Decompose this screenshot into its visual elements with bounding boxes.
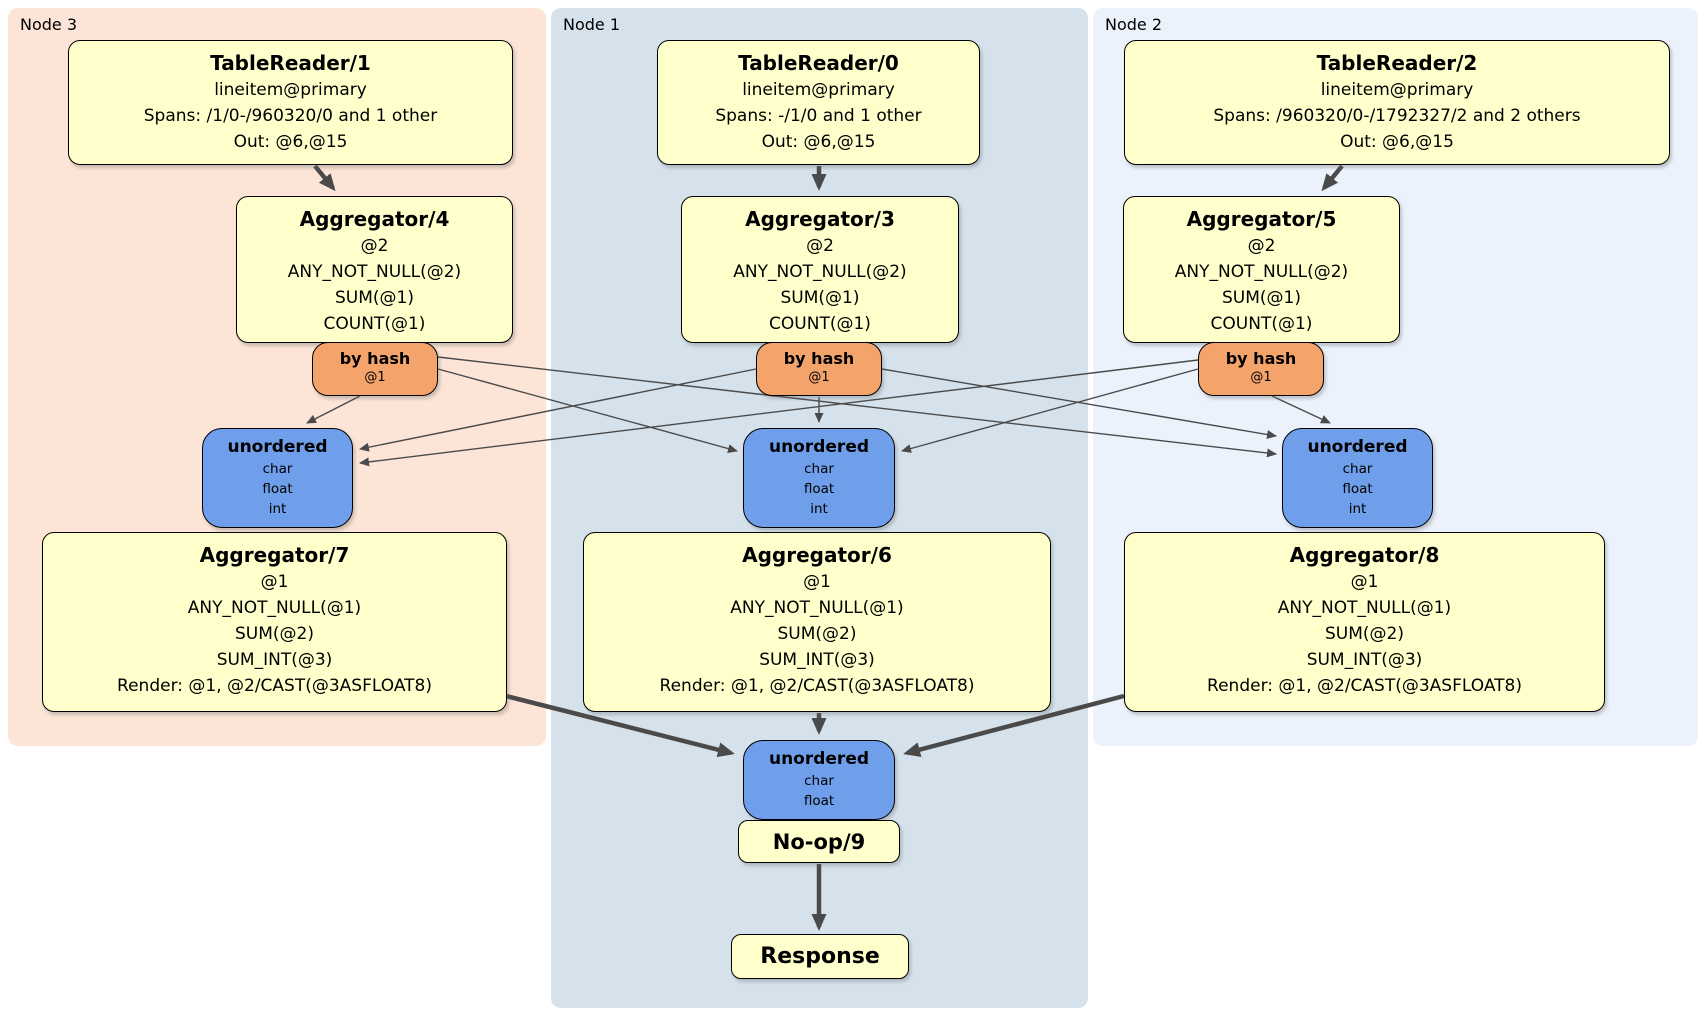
router-title: by hash bbox=[339, 349, 411, 368]
processor-line: COUNT(@1) bbox=[769, 314, 871, 334]
processor-line: SUM(@2) bbox=[235, 624, 314, 644]
sync-type: char bbox=[804, 461, 834, 477]
processor-aggregator-4: Aggregator/4 @2 ANY_NOT_NULL(@2) SUM(@1)… bbox=[236, 196, 513, 343]
processor-line: Spans: /1/0-/960320/0 and 1 other bbox=[143, 106, 438, 126]
processor-line: Out: @6,@15 bbox=[233, 132, 348, 152]
processor-line: Out: @6,@15 bbox=[761, 132, 876, 152]
processor-title: Aggregator/5 bbox=[1186, 207, 1337, 231]
processor-line: lineitem@primary bbox=[742, 80, 895, 100]
processor-line: COUNT(@1) bbox=[1210, 314, 1313, 334]
processor-line: SUM_INT(@3) bbox=[1306, 650, 1423, 670]
processor-line: @1 bbox=[260, 572, 289, 592]
response-title: Response bbox=[760, 944, 880, 969]
router-detail: @1 bbox=[364, 370, 386, 385]
router-by-hash-node1: by hash @1 bbox=[756, 342, 882, 396]
processor-line: ANY_NOT_NULL(@2) bbox=[287, 262, 462, 282]
sync-unordered-node2: unordered char float int bbox=[1282, 428, 1433, 528]
processor-line: SUM(@1) bbox=[1222, 288, 1301, 308]
router-by-hash-node3: by hash @1 bbox=[312, 342, 438, 396]
node-label-1: Node 1 bbox=[563, 15, 621, 34]
node-label-2: Node 2 bbox=[1105, 15, 1163, 34]
processor-line: @2 bbox=[1247, 236, 1276, 256]
processor-line: Render: @1, @2/CAST(@3ASFLOAT8) bbox=[1207, 676, 1522, 696]
processor-aggregator-7: Aggregator/7 @1 ANY_NOT_NULL(@1) SUM(@2)… bbox=[42, 532, 507, 712]
sync-title: unordered bbox=[1307, 437, 1408, 457]
processor-line: ANY_NOT_NULL(@1) bbox=[187, 598, 362, 618]
processor-title: TableReader/2 bbox=[1316, 51, 1478, 75]
processor-line: Spans: /960320/0-/1792327/2 and 2 others bbox=[1213, 106, 1581, 126]
processor-line: lineitem@primary bbox=[1320, 80, 1474, 100]
sync-type: char bbox=[1342, 461, 1373, 477]
processor-line: ANY_NOT_NULL(@1) bbox=[1277, 598, 1452, 618]
processor-line: ANY_NOT_NULL(@2) bbox=[1174, 262, 1349, 282]
processor-line: @1 bbox=[1350, 572, 1379, 592]
processor-title: TableReader/1 bbox=[210, 51, 371, 75]
processor-line: ANY_NOT_NULL(@2) bbox=[733, 262, 907, 282]
processor-aggregator-6: Aggregator/6 @1 ANY_NOT_NULL(@1) SUM(@2)… bbox=[583, 532, 1051, 712]
sync-type: float bbox=[1342, 481, 1373, 497]
router-title: by hash bbox=[1225, 349, 1297, 368]
processor-title: Aggregator/3 bbox=[745, 207, 895, 231]
processor-line: @1 bbox=[803, 572, 831, 592]
processor-title: Aggregator/7 bbox=[199, 543, 350, 567]
sync-unordered-node3: unordered char float int bbox=[202, 428, 353, 528]
processor-aggregator-8: Aggregator/8 @1 ANY_NOT_NULL(@1) SUM(@2)… bbox=[1124, 532, 1605, 712]
processor-line: lineitem@primary bbox=[214, 80, 367, 100]
processor-title: Aggregator/8 bbox=[1289, 543, 1440, 567]
router-by-hash-node2: by hash @1 bbox=[1198, 342, 1324, 396]
router-detail: @1 bbox=[808, 370, 830, 385]
sync-type: int bbox=[268, 501, 287, 517]
processor-noop-9: No-op/9 bbox=[738, 820, 900, 863]
processor-line: @2 bbox=[806, 236, 834, 256]
node-label-3: Node 3 bbox=[20, 15, 78, 34]
processor-line: Out: @6,@15 bbox=[1340, 132, 1454, 152]
response-node: Response bbox=[731, 934, 909, 979]
processor-line: SUM_INT(@3) bbox=[759, 650, 875, 670]
processor-tablereader-0: TableReader/0 lineitem@primary Spans: -/… bbox=[657, 40, 980, 165]
sync-type: int bbox=[810, 501, 828, 517]
sync-unordered-node1: unordered char float int bbox=[743, 428, 895, 528]
sync-type: int bbox=[1348, 501, 1367, 517]
processor-line: SUM(@2) bbox=[1325, 624, 1404, 644]
processor-tablereader-2: TableReader/2 lineitem@primary Spans: /9… bbox=[1124, 40, 1670, 165]
processor-aggregator-3: Aggregator/3 @2 ANY_NOT_NULL(@2) SUM(@1)… bbox=[681, 196, 959, 343]
processor-line: Render: @1, @2/CAST(@3ASFLOAT8) bbox=[117, 676, 432, 696]
processor-title: Aggregator/4 bbox=[299, 207, 450, 231]
processor-line: SUM_INT(@3) bbox=[216, 650, 333, 670]
processor-line: Spans: -/1/0 and 1 other bbox=[715, 106, 922, 126]
sync-unordered-final: unordered char float bbox=[743, 740, 895, 820]
processor-line: COUNT(@1) bbox=[323, 314, 426, 334]
sync-type: float bbox=[803, 481, 835, 497]
router-title: by hash bbox=[783, 349, 855, 368]
processor-tablereader-1: TableReader/1 lineitem@primary Spans: /1… bbox=[68, 40, 513, 165]
sync-type: float bbox=[803, 793, 835, 809]
processor-line: Render: @1, @2/CAST(@3ASFLOAT8) bbox=[659, 676, 975, 696]
sync-type: float bbox=[262, 481, 293, 497]
processor-line: SUM(@1) bbox=[335, 288, 414, 308]
processor-line: @2 bbox=[360, 236, 389, 256]
sync-type: char bbox=[804, 773, 834, 789]
processor-title: Aggregator/6 bbox=[742, 543, 892, 567]
processor-title: TableReader/0 bbox=[738, 51, 899, 75]
processor-line: SUM(@1) bbox=[780, 288, 860, 308]
sync-title: unordered bbox=[768, 437, 870, 457]
sync-title: unordered bbox=[227, 437, 328, 457]
router-detail: @1 bbox=[1250, 370, 1272, 385]
sync-title: unordered bbox=[768, 749, 870, 769]
sync-type: char bbox=[262, 461, 293, 477]
processor-line: ANY_NOT_NULL(@1) bbox=[730, 598, 904, 618]
processor-title: No-op/9 bbox=[772, 829, 866, 854]
processor-aggregator-5: Aggregator/5 @2 ANY_NOT_NULL(@2) SUM(@1)… bbox=[1123, 196, 1400, 343]
processor-line: SUM(@2) bbox=[777, 624, 857, 644]
